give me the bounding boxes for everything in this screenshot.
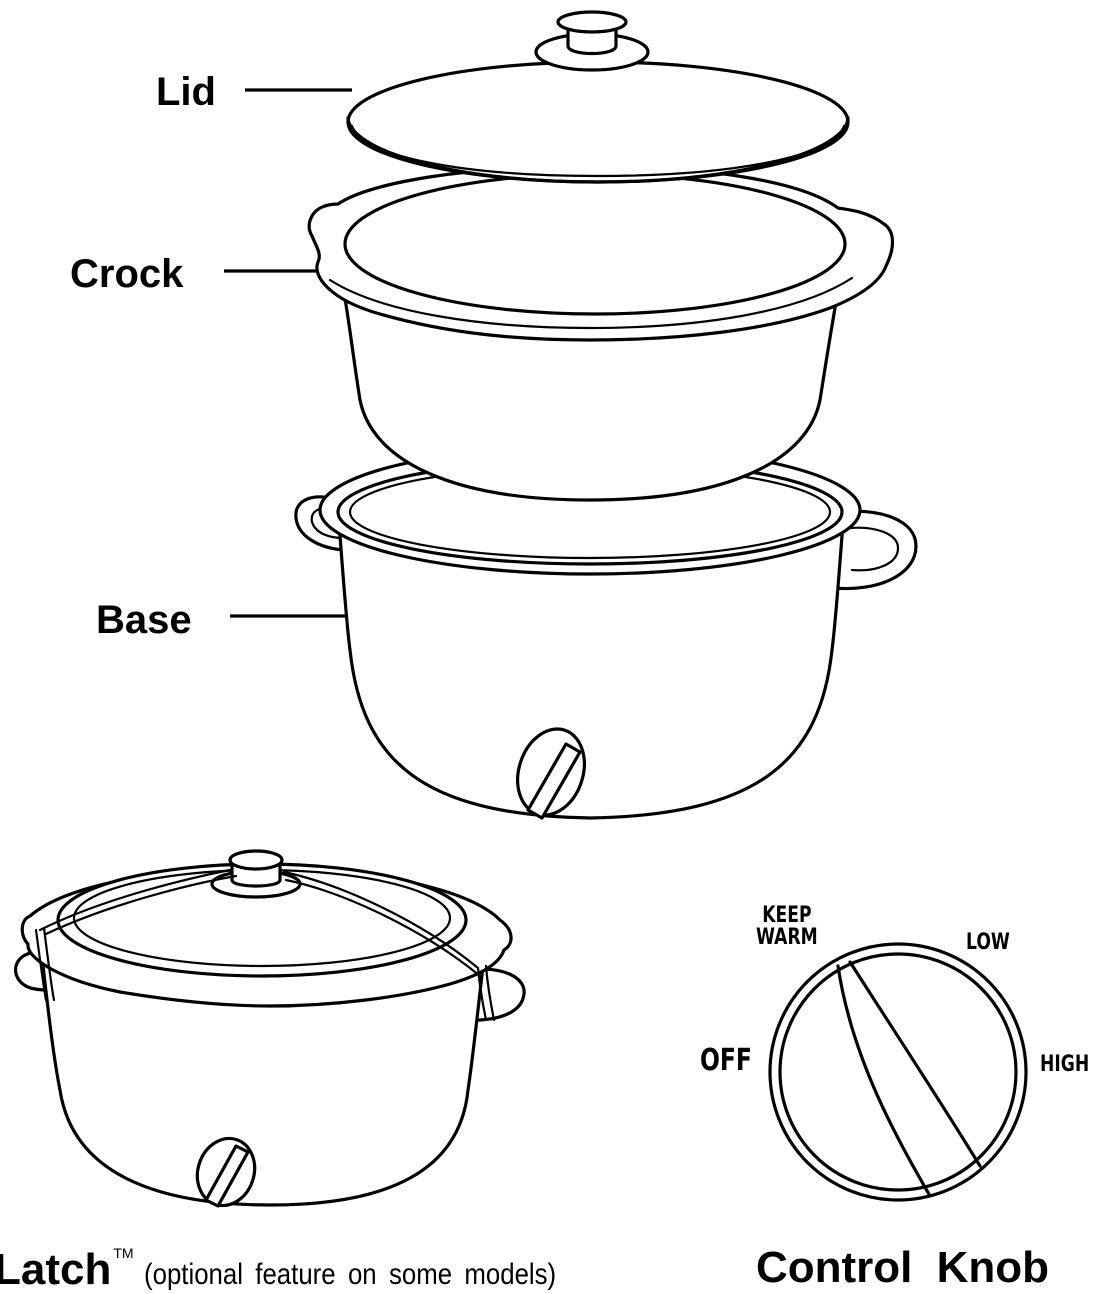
control-knob-caption: Control Knob xyxy=(756,1243,1050,1292)
control-knob-dial xyxy=(768,942,1028,1202)
lid-label: Lid xyxy=(156,70,216,114)
base-label: Base xyxy=(96,598,192,642)
latch-note: (optional feature on some models) xyxy=(143,1258,556,1291)
crock-illustration xyxy=(307,164,895,502)
warm-text: WARM xyxy=(756,925,818,950)
lid-illustration xyxy=(346,10,850,184)
latch-model-illustration xyxy=(13,849,526,1208)
latch-title: Latch xyxy=(0,1245,112,1294)
high-setting-label: HIGH xyxy=(1040,1052,1090,1077)
low-setting-label: LOW xyxy=(966,930,1010,955)
off-setting-label: OFF xyxy=(700,1043,752,1078)
crock-label: Crock xyxy=(70,252,184,296)
keep-warm-setting-label: KEEP WARM xyxy=(756,905,818,949)
base-control-knob xyxy=(516,727,586,820)
trademark-symbol: TM xyxy=(113,1245,134,1261)
base-illustration xyxy=(294,444,918,820)
keep-text: KEEP xyxy=(762,903,812,928)
